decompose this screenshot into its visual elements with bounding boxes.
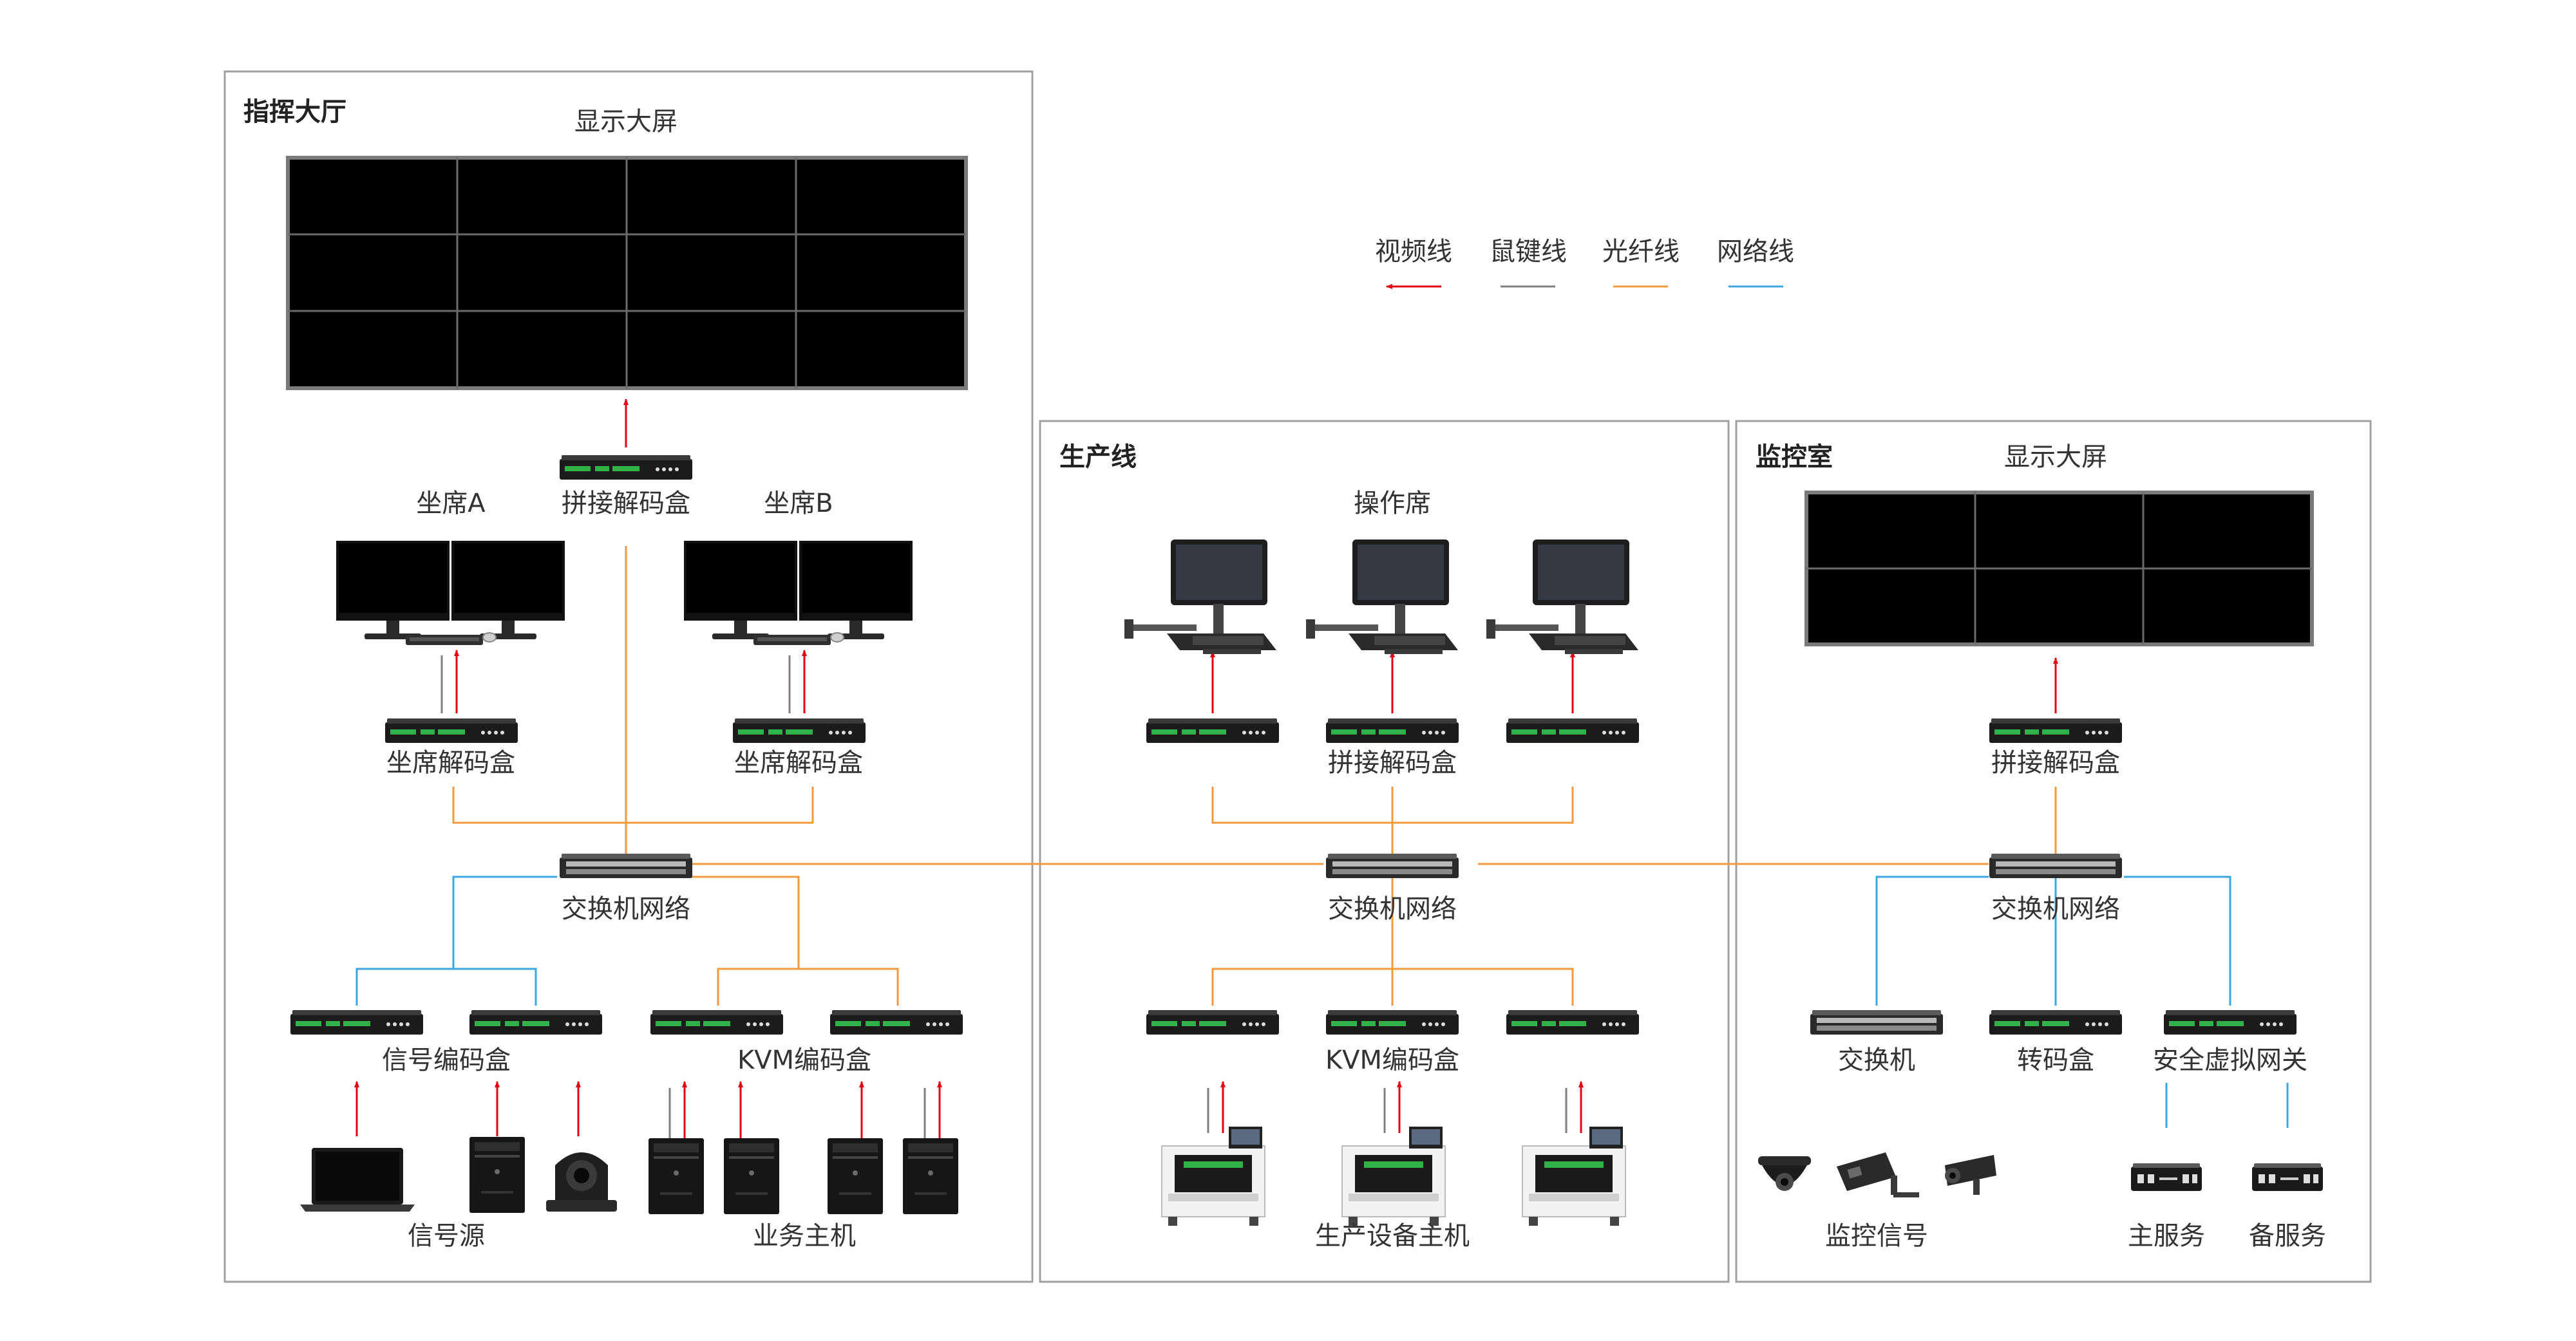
seat-b-workstation [684,541,913,645]
smt-machine-icon [1341,1126,1446,1226]
kvm-encoder-box-icon [830,1010,963,1035]
signal-source-label: 信号源 [408,1221,485,1251]
network-switch-icon [560,854,692,878]
monitor-icon [451,541,565,639]
security-gateway-label: 安全虚拟网关 [2153,1046,2307,1075]
legend-fiber-label: 光纤线 [1602,237,1680,267]
decoder-box-icon [1146,718,1279,743]
dome-camera-icon [1758,1156,1811,1191]
security-gateway-box-icon [2164,1010,2297,1035]
mouse-icon [830,632,844,642]
command-hall-title: 指挥大厅 [243,97,346,127]
bullet-camera-icon [1945,1155,1996,1195]
seat-b-label: 坐席B [764,489,833,518]
production-line-title: 生产线 [1059,442,1137,472]
pc-tower-icon [724,1138,779,1214]
production-switch-network-label: 交换机网络 [1328,894,1457,924]
smt-machine-icon [1161,1126,1265,1226]
operator-station-label: 操作席 [1354,489,1431,518]
video-lines [354,399,2058,1147]
main-server-label: 主服务 [2128,1221,2205,1251]
operator-console-icon [1486,539,1638,654]
command-switch-network-label: 交换机网络 [562,894,690,924]
pc-tower-icon [649,1138,704,1214]
panel-monitor-room [1735,420,2372,1283]
panel-production-line [1039,420,1730,1283]
bullet-camera-icon [1837,1152,1919,1197]
monitor-icon [684,541,797,639]
server-icon [2252,1163,2323,1191]
seat-a-label: 坐席A [416,489,486,518]
monitor-room-title: 监控室 [1756,442,1833,472]
seat-a-decoder-box-icon [385,718,518,743]
operator-console-icon [1306,539,1458,654]
seat-b-decoder-label: 坐席解码盒 [734,748,863,778]
kvm-encoder-box-icon [1506,1010,1639,1035]
kvm-encoder-box-icon [650,1010,783,1035]
splice-decoder-box-icon [1989,718,2122,743]
monitor-switch-network-label: 交换机网络 [1991,894,2120,924]
operator-console-icon [1124,539,1276,654]
monitor-icon [799,541,913,639]
ptz-camera-icon [546,1152,617,1212]
monitor-room-screen-label: 显示大屏 [2004,442,2107,472]
legend: 视频线 鼠键线 光纤线 网络线 [1375,237,1794,289]
kvm-encoder-box-icon [1326,1010,1459,1035]
monitor-switch-label: 交换机 [1838,1046,1915,1075]
splice-decoder-box-icon [560,455,692,480]
production-kvm-encoder-label: KVM编码盒 [1325,1046,1459,1075]
network-switch-icon [1989,854,2122,878]
monitor-icon [336,541,450,639]
backup-server-label: 备服务 [2249,1221,2326,1251]
transcoder-box-icon [1989,1010,2122,1035]
legend-kvm-label: 鼠键线 [1490,237,1567,267]
production-host-label: 生产设备主机 [1315,1221,1470,1251]
video-wall-icon [286,156,968,390]
monitor-signal-label: 监控信号 [1825,1221,1928,1251]
panel-command-hall [223,70,1034,1283]
signal-encoder-box-icon [290,1010,423,1035]
business-host-label: 业务主机 [753,1221,856,1251]
laptop-icon [300,1148,415,1212]
smt-machine-icon [1522,1126,1626,1226]
network-lines [355,876,2289,1128]
keyboard-icon [406,635,483,645]
signal-encoder-label: 信号编码盒 [382,1046,511,1075]
legend-video-label: 视频线 [1375,237,1452,267]
keyboard-icon [753,635,831,645]
seat-b-decoder-box-icon [733,718,866,743]
server-icon [2131,1163,2202,1191]
signal-encoder-box-icon [469,1010,602,1035]
command-splice-decoder-label: 拼接解码盒 [562,489,690,518]
network-switch-icon [1810,1010,1943,1035]
transcoder-label: 转码盒 [2017,1046,2094,1075]
pc-tower-icon [828,1138,883,1214]
decoder-box-icon [1506,718,1639,743]
fiber-lines [452,546,2057,1006]
command-hall-screen-label: 显示大屏 [574,107,677,136]
pc-tower-icon [903,1138,958,1214]
pc-tower-icon [469,1137,525,1213]
monitor-splice-decoder-label: 拼接解码盒 [1991,748,2120,778]
kvm-lines [440,655,1567,1147]
decoder-box-icon [1326,718,1459,743]
production-splice-decoder-label: 拼接解码盒 [1328,748,1457,778]
network-switch-icon [1326,854,1459,878]
mouse-icon [482,632,497,642]
video-wall-icon [1804,491,2314,646]
command-kvm-encoder-label: KVM编码盒 [737,1046,871,1075]
kvm-encoder-box-icon [1146,1010,1279,1035]
legend-network-label: 网络线 [1717,237,1794,267]
seat-a-decoder-label: 坐席解码盒 [386,748,515,778]
seat-a-workstation [336,541,565,645]
